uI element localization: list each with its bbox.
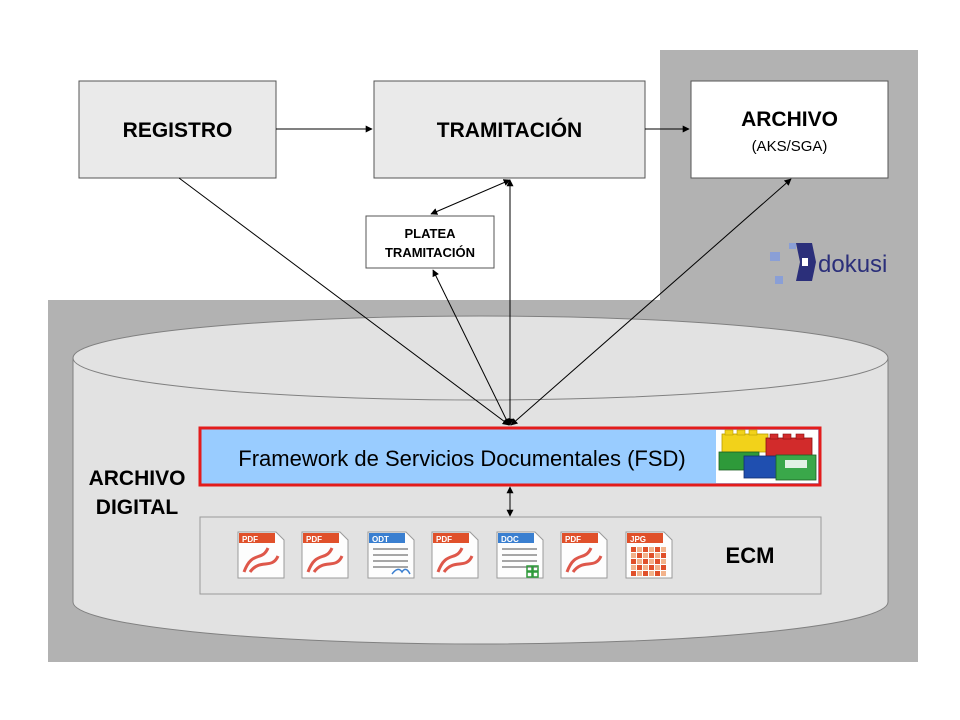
ecm-document-icons: PDF PDF ODT PDF DOC PDF JPG [237,531,673,579]
platea-label-line2: TRAMITACIÓN [385,245,475,260]
ecm-document-icon-odt[interactable]: ODT [367,531,415,579]
tramitacion-box[interactable] [373,80,646,179]
ecm-document-icon-jpg[interactable]: JPG [625,531,673,579]
lego-blocks-image [716,429,818,483]
ecm-document-icon-doc[interactable]: DOC [496,531,544,579]
registro-box[interactable] [78,80,277,179]
tramitacion-label: TRAMITACIÓN [437,118,582,142]
ecm-document-type-label: PDF [242,535,258,544]
ecm-document-type-label: JPG [630,535,646,544]
arrow-archivo-fsd [510,178,792,426]
archivo-sublabel: (AKS/SGA) [752,138,828,155]
platea-label-line1: PLATEA [404,226,456,241]
platea-tramitacion-box[interactable] [365,215,495,269]
ecm-document-type-label: PDF [565,535,581,544]
dokusi-logo: dokusi [770,243,887,284]
ecm-document-icon-pdf[interactable]: PDF [237,531,285,579]
registro-label: REGISTRO [123,119,233,142]
ecm-document-icon-pdf[interactable]: PDF [560,531,608,579]
connector-arrows [178,125,792,517]
ecm-document-type-label: ODT [372,535,389,544]
ecm-document-icon-pdf[interactable]: PDF [431,531,479,579]
archivo-box[interactable] [690,80,889,179]
ecm-document-type-label: PDF [306,535,322,544]
fsd-label: Framework de Servicios Documentales (FSD… [238,446,685,471]
ecm-document-type-label: DOC [501,535,519,544]
archivo-label: ARCHIVO [741,108,838,131]
archivo-digital-label-line1: ARCHIVO [89,467,186,490]
arrow-tramitacion-platea [430,179,511,215]
dokusi-logo-text: dokusi [818,251,887,278]
archivo-digital-label-line2: DIGITAL [96,496,179,519]
arrow-platea-fsd [432,269,510,426]
ecm-document-type-label: PDF [436,535,452,544]
ecm-document-icon-pdf[interactable]: PDF [301,531,349,579]
ecm-label: ECM [726,543,775,568]
